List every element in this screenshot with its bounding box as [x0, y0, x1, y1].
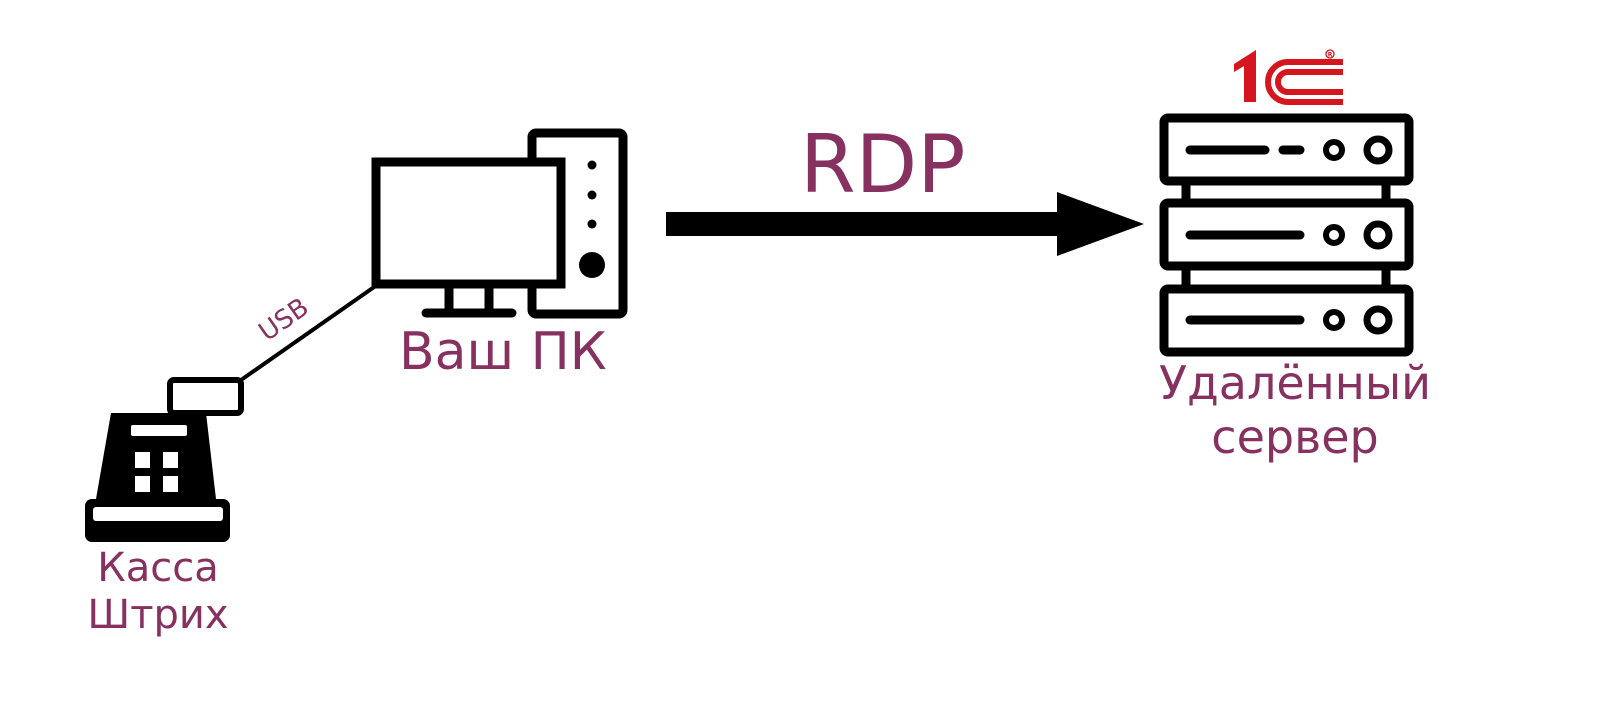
- rdp-label: RDP: [800, 118, 966, 211]
- server-label-line2: сервер: [1211, 410, 1379, 465]
- cash-register-label: Касса Штрих: [52, 545, 264, 639]
- cash-register-label-line2: Штрих: [87, 592, 229, 639]
- cash-register-label-line1: Касса: [97, 545, 219, 591]
- svg-text:R: R: [1328, 52, 1333, 59]
- server-label-line1: Удалённый: [1158, 356, 1432, 410]
- desktop-computer-icon: [371, 128, 628, 319]
- 1c-logo: R: [1234, 49, 1343, 105]
- pc-label: Ваш ПК: [399, 322, 607, 382]
- usb-cable: [239, 283, 379, 382]
- rdp-arrow: [666, 192, 1144, 256]
- server-label: Удалённый сервер: [1140, 356, 1450, 465]
- cash-register-icon: [85, 377, 244, 542]
- server-rack-icon: [1159, 113, 1414, 357]
